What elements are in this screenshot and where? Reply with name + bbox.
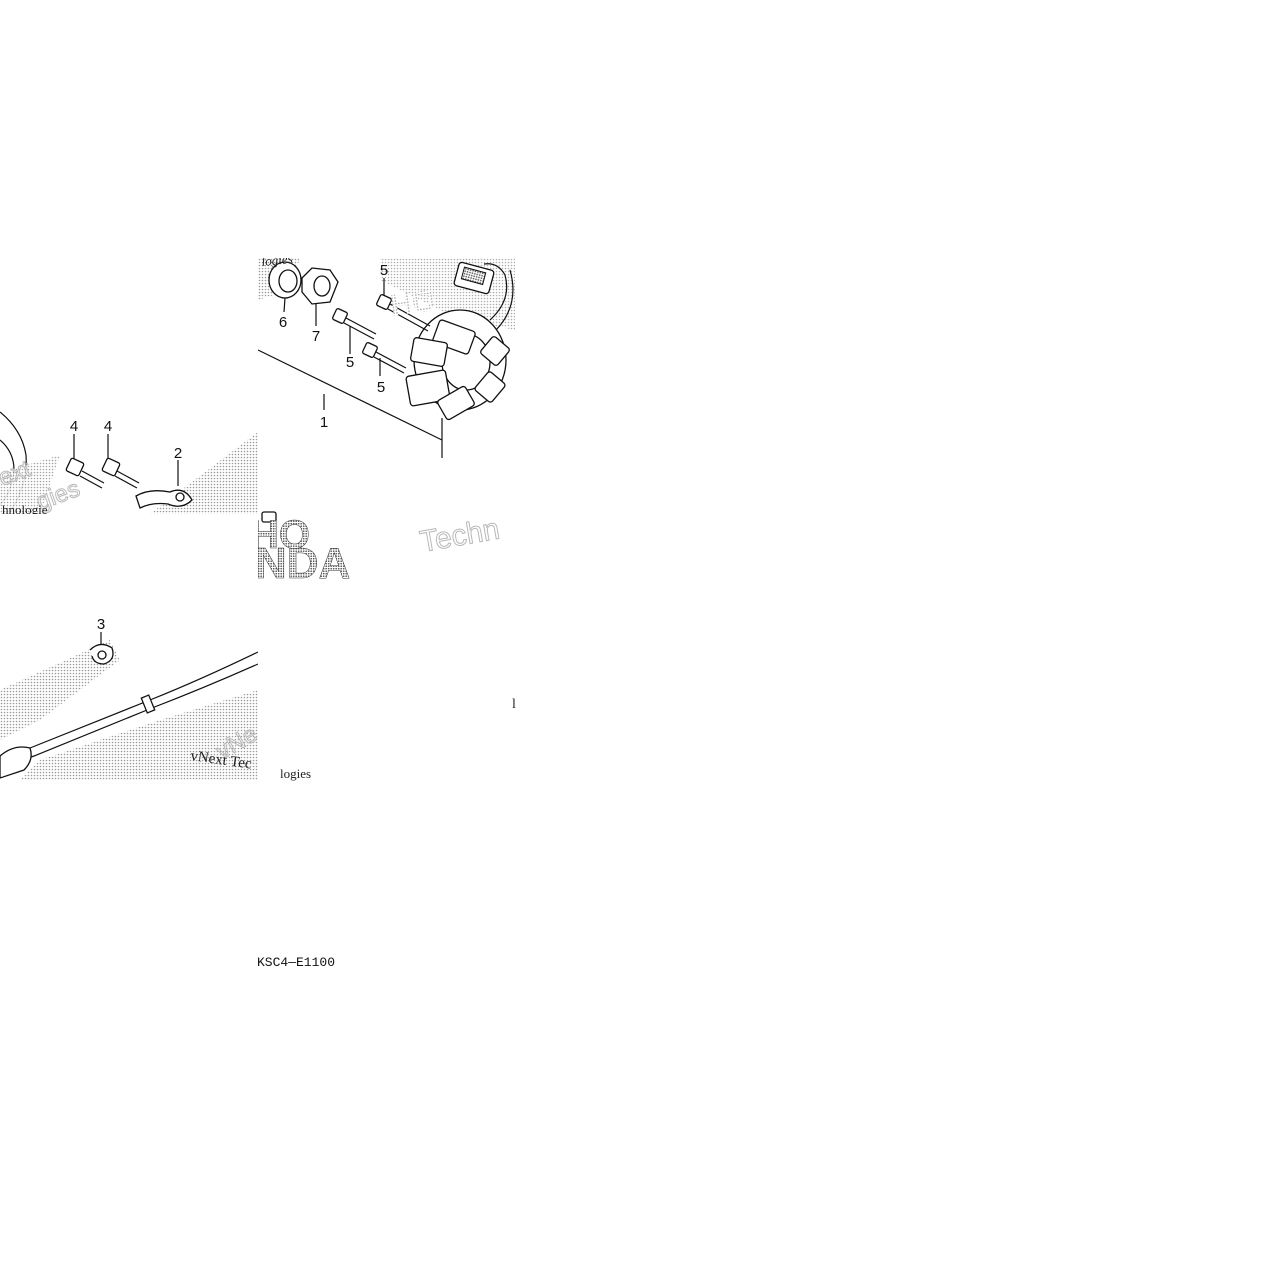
stray-mark: l [512,697,516,712]
leader-lines-1 [258,349,443,458]
callout-5b: 5 [346,354,354,371]
callout-5c: 5 [377,379,385,396]
callout-7: 7 [312,328,320,345]
wing-watermark-lower [0,640,120,740]
stator-assembly [405,261,514,421]
honda-logo-fragment-faint: HO [388,284,437,323]
bolt-5c [362,342,407,376]
tile-lower-left: 3 vNext Tec vNe [0,616,258,780]
small-bolt [261,511,277,523]
callout-6: 6 [279,314,287,331]
watermark-fragment-logies-top: logies [261,251,293,269]
callout-3: 3 [97,616,105,633]
nut-7 [301,267,339,326]
watermark-fragment-techn: Techn [417,512,502,558]
tile-upper-left: 4 4 2 ext gies hnologie [0,411,258,517]
callout-4b: 4 [104,418,112,435]
honda-logo-fragment-top: HO [250,513,310,557]
diagram-code: KSC4—E1100 [257,955,335,970]
bolt-5a [376,278,431,332]
wire-clamp-2 [135,460,193,509]
bolt-4b [101,434,140,489]
bolt-4a [65,434,105,489]
callout-5a: 5 [380,262,388,279]
watermark-fragment-hnologie: hnologie [2,502,48,517]
callout-1: 1 [320,414,328,431]
wire-harness [0,651,258,779]
callout-2: 2 [174,445,182,462]
clip-3 [89,632,114,665]
callout-4a: 4 [70,418,78,435]
watermark-fragment-logies-lower: logies [280,766,311,781]
washer-6 [268,261,302,313]
bolt-5b [332,308,377,354]
honda-logo-fragment: NDA [255,539,350,588]
tile-upper-right: NDA HO HO 6 7 5 5 5 1 Techn logies [250,251,515,588]
